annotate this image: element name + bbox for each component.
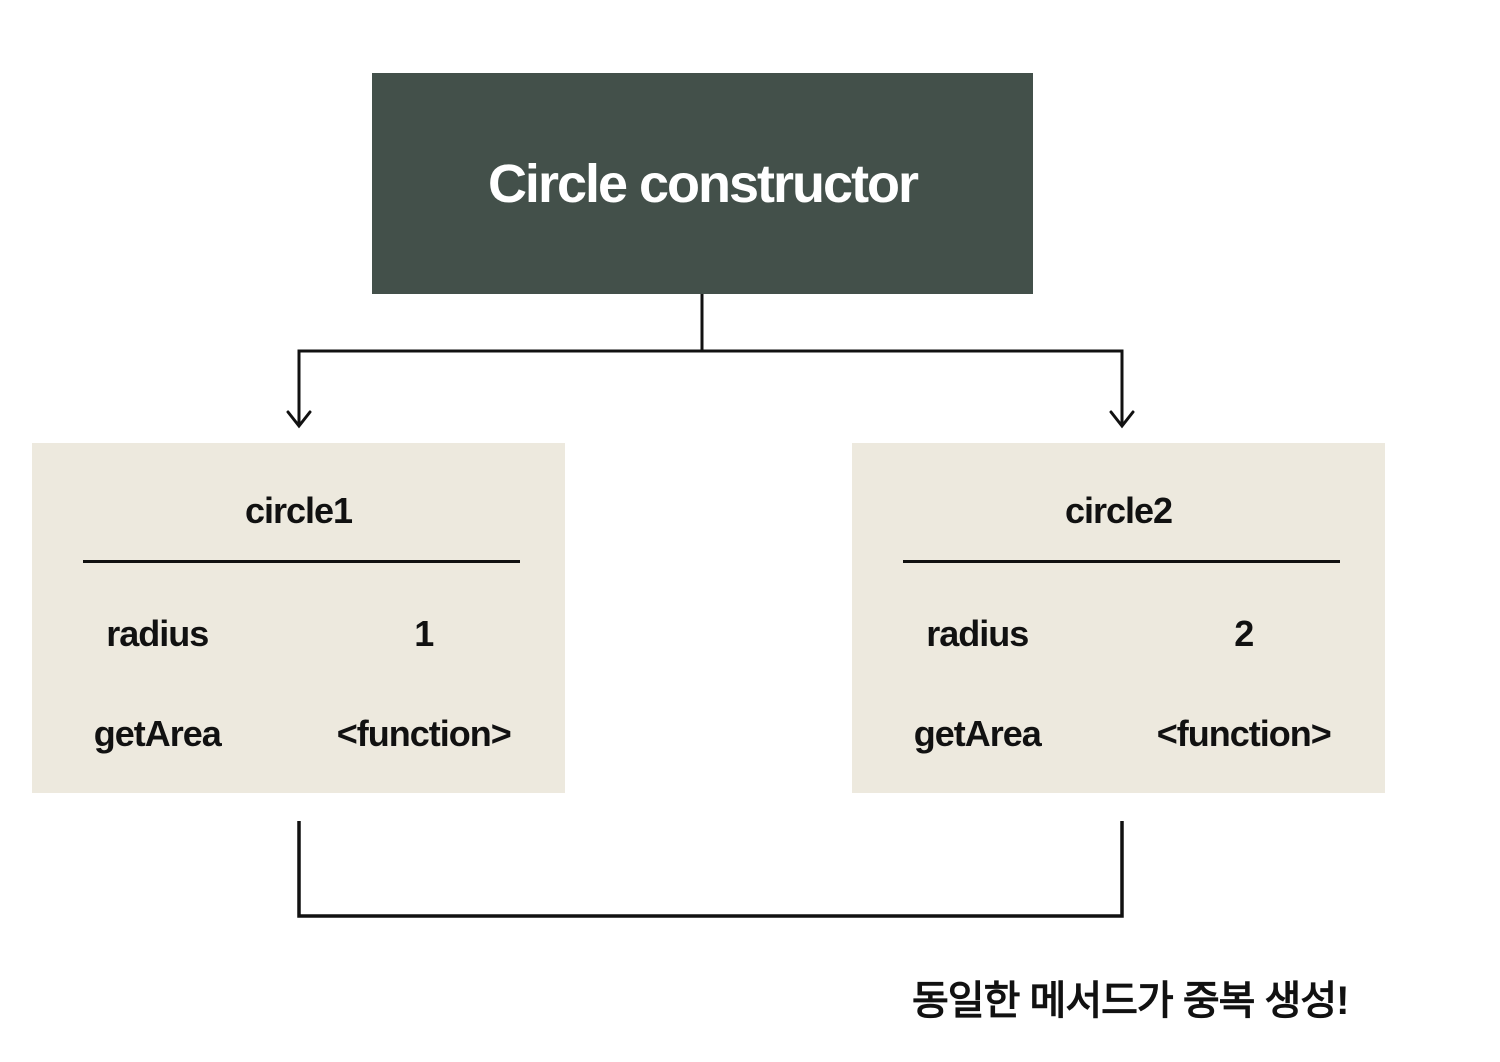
branch-line xyxy=(297,349,1124,424)
property-value: 2 xyxy=(1234,613,1254,654)
property-value: <function> xyxy=(336,713,512,754)
property-row: getArea <function> xyxy=(32,713,565,755)
instance-node-circle1: circle1 radius 1 getArea <function> xyxy=(32,443,565,793)
instance-title: circle1 xyxy=(244,490,353,531)
property-row: getArea <function> xyxy=(852,713,1385,755)
property-row: radius 1 xyxy=(32,613,565,655)
constructor-title: Circle constructor xyxy=(487,153,919,214)
instance-title: circle2 xyxy=(1064,490,1173,531)
arrowhead-left-icon xyxy=(286,410,312,429)
arrowhead-right-icon xyxy=(1109,410,1135,429)
instance-node-circle2: circle2 radius 2 getArea <function> xyxy=(852,443,1385,793)
property-value: <function> xyxy=(1156,713,1332,754)
property-key: radius xyxy=(926,613,1029,654)
property-value: 1 xyxy=(414,613,434,654)
property-key: getArea xyxy=(93,713,222,754)
annotation-text: 동일한 메서드가 중복 생성! xyxy=(912,979,1349,1023)
divider-line xyxy=(902,560,1340,563)
constructor-node: Circle constructor xyxy=(372,73,1033,294)
property-row: radius 2 xyxy=(852,613,1385,655)
property-key: radius xyxy=(106,613,209,654)
bottom-bracket-line xyxy=(297,821,1124,918)
divider-line xyxy=(82,560,520,563)
property-key: getArea xyxy=(913,713,1042,754)
